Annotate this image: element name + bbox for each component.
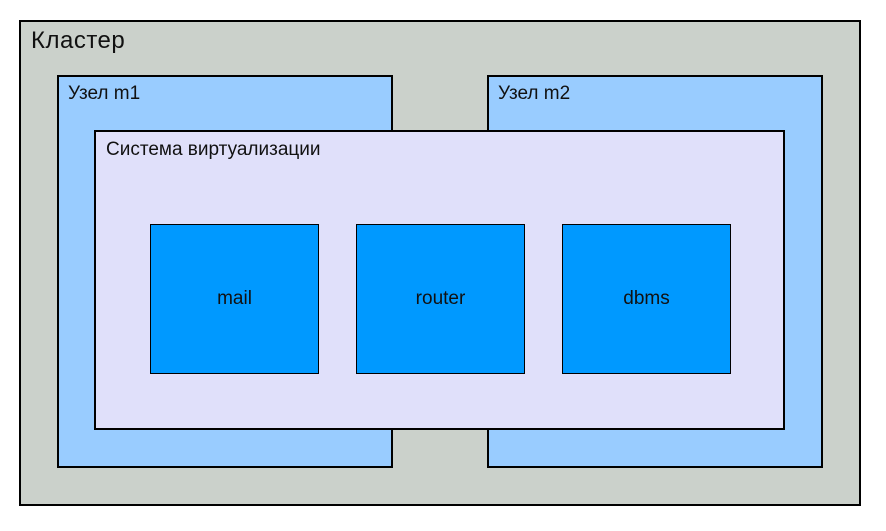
cluster-label: Кластер	[31, 27, 126, 54]
vm-box-mail: mail	[150, 224, 319, 374]
node-m1-label: Узел m1	[68, 83, 141, 104]
virtualization-label: Система виртуализации	[106, 139, 321, 160]
vm-box-dbms: dbms	[562, 224, 731, 374]
node-m2-label: Узел m2	[498, 83, 571, 104]
vm-box-router: router	[356, 224, 525, 374]
